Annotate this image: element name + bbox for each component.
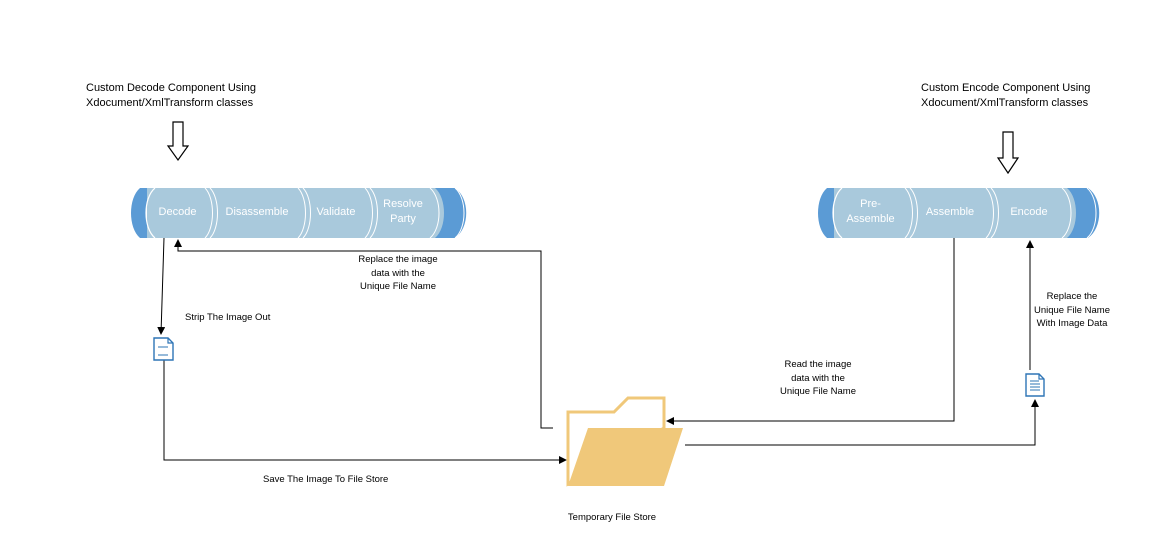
document-icon bbox=[153, 337, 174, 361]
encode-pipe-body bbox=[834, 188, 1079, 238]
connector-strip-image bbox=[157, 237, 166, 335]
connector-to-encode-doc bbox=[685, 399, 1039, 446]
stage-decode: Decode bbox=[158, 206, 197, 218]
down-arrow-icon bbox=[996, 131, 1020, 175]
decode-pipe-right-cap bbox=[435, 188, 467, 238]
note-save-image: Save The Image To File Store bbox=[263, 474, 389, 485]
encode-pipeline bbox=[818, 187, 1100, 239]
decode-pipeline bbox=[131, 187, 467, 239]
down-arrow-icon bbox=[166, 121, 190, 162]
note-replace-with-name: Replace the image data with the Unique F… bbox=[358, 254, 438, 292]
stage-disassemble: Disassemble bbox=[225, 206, 289, 218]
note-replace-with-data: Replace the Unique File Name With Image … bbox=[1033, 291, 1111, 329]
connector-replace-name bbox=[174, 239, 553, 429]
stage-resolve-party: Resolve Party bbox=[383, 198, 423, 225]
stage-encode: Encode bbox=[1010, 206, 1048, 218]
decode-pipe-left-cap bbox=[131, 188, 155, 238]
connector-save-image bbox=[163, 360, 567, 464]
decode-heading: Custom Decode Component Using Xdocument/… bbox=[86, 82, 256, 109]
stage-validate: Validate bbox=[316, 206, 356, 218]
encode-pipe-left-cap bbox=[818, 188, 842, 238]
decode-pipe-body bbox=[147, 188, 447, 238]
folder-icon bbox=[566, 396, 683, 487]
encode-heading: Custom Encode Component Using Xdocument/… bbox=[921, 82, 1091, 109]
stage-pre-assemble: Pre- Assemble bbox=[846, 198, 895, 225]
note-read-image: Read the image data with the Unique File… bbox=[779, 359, 857, 397]
file-store-label: Temporary File Store bbox=[567, 512, 657, 523]
note-strip-image: Strip The Image Out bbox=[185, 312, 271, 323]
document-icon bbox=[1025, 373, 1045, 397]
stage-assemble: Assemble bbox=[925, 206, 975, 218]
connector-read-image bbox=[666, 238, 955, 425]
encode-pipe-right-cap bbox=[1067, 188, 1100, 238]
